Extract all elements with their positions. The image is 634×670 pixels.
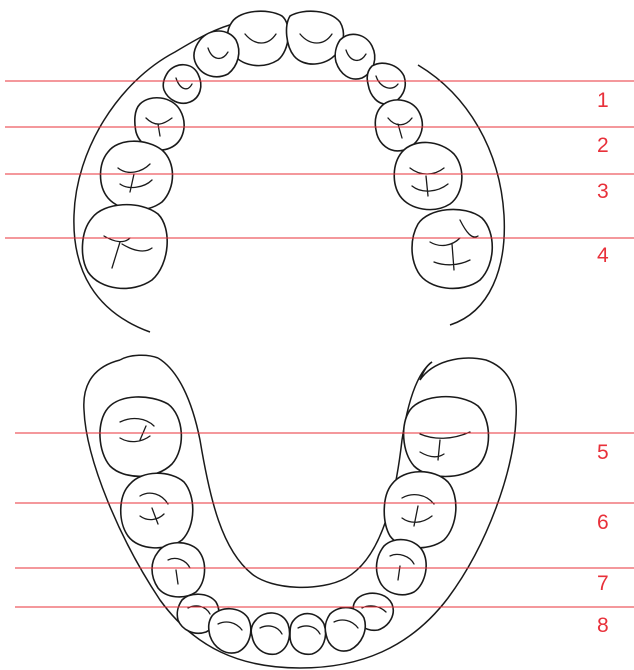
- lower-first-molar-left: [100, 397, 181, 476]
- upper-second-premolar-left: [101, 141, 173, 210]
- lower-central-incisor-left: [251, 613, 289, 654]
- lower-second-premolar-right: [384, 472, 456, 548]
- line-label-7: 7: [597, 572, 609, 595]
- line-label-6: 6: [597, 511, 609, 534]
- lower-arch: [84, 355, 516, 668]
- lower-first-molar-right: [404, 397, 489, 477]
- upper-arch: [74, 11, 504, 332]
- line-label-5: 5: [597, 441, 609, 464]
- upper-second-premolar-right: [394, 142, 462, 209]
- upper-canine-right: [367, 63, 405, 104]
- upper-canine-left: [163, 65, 201, 104]
- lower-premolar-left: [152, 543, 205, 597]
- line-label-2: 2: [597, 134, 609, 157]
- line-label-8: 8: [597, 614, 609, 637]
- reference-lines: 1 2 3 4 5 6 7 8: [5, 81, 634, 637]
- lower-premolar-right: [377, 540, 427, 595]
- lower-lateral-incisor-left: [209, 609, 251, 653]
- line-label-1: 1: [597, 89, 609, 112]
- line-label-4: 4: [597, 244, 609, 267]
- lower-gum-top-left: [120, 355, 158, 360]
- lower-lateral-incisor-right: [325, 608, 365, 651]
- lower-gum-top-right: [420, 362, 432, 380]
- lower-second-premolar-left: [121, 473, 193, 548]
- upper-first-molar-left: [82, 205, 167, 289]
- line-label-3: 3: [597, 180, 609, 203]
